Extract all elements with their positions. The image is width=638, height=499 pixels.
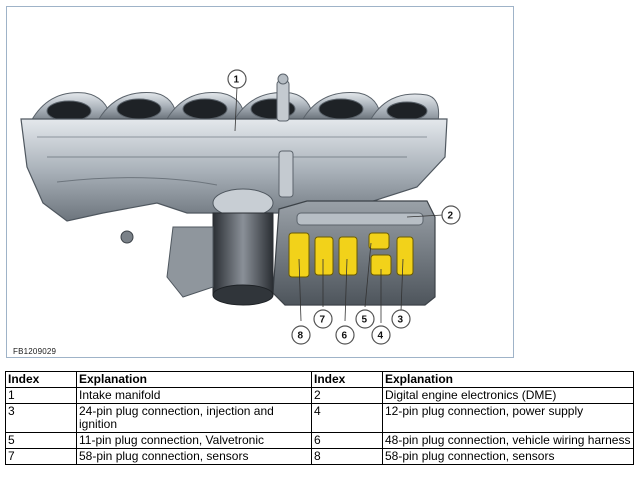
callout-1: 1 [227,69,247,89]
svg-text:2: 2 [448,211,454,222]
column-header-index: Index [311,371,383,388]
callout-7: 7 [313,309,333,329]
index-cell: 3 [5,403,77,433]
index-cell: 7 [5,448,77,465]
index-cell: 6 [311,432,383,449]
callout-4: 4 [371,325,391,345]
throttle-body [212,212,274,296]
explanation-cell: 12-pin plug connection, power supply [382,403,634,433]
column-header-explanation: Explanation [382,371,634,388]
explanation-cell: Intake manifold [76,387,312,404]
callout-3: 3 [391,309,411,329]
callout-2: 2 [441,205,461,225]
index-cell: 4 [311,403,383,433]
table-header-row: Index Explanation Index Explanation [5,371,634,388]
svg-text:4: 4 [378,331,384,342]
index-cell: 5 [5,432,77,449]
svg-text:3: 3 [398,315,404,326]
callout-8: 8 [291,325,311,345]
svg-text:6: 6 [342,331,348,342]
index-cell: 2 [311,387,383,404]
svg-text:1: 1 [234,75,240,86]
table-row: 5 11-pin plug connection, Valvetronic 6 … [5,432,634,449]
index-cell: 1 [5,387,77,404]
svg-text:8: 8 [298,331,304,342]
column-header-index: Index [5,371,77,388]
column-header-explanation: Explanation [76,371,312,388]
table-row: 3 24-pin plug connection, injection and … [5,403,634,433]
table-row: 1 Intake manifold 2 Digital engine elect… [5,387,634,404]
explanation-cell: 24-pin plug connection, injection and ig… [76,403,312,433]
svg-text:7: 7 [320,315,326,326]
legend-table: Index Explanation Index Explanation 1 In… [5,371,634,465]
illustration-frame: 1 2 3 4 5 6 7 8 FB1209029 [6,6,514,358]
explanation-cell: 11-pin plug connection, Valvetronic [76,432,312,449]
table-row: 7 58-pin plug connection, sensors 8 58-p… [5,448,634,465]
explanation-cell: 58-pin plug connection, sensors [382,448,634,465]
figure-code: FB1209029 [13,347,57,356]
explanation-cell: 48-pin plug connection, vehicle wiring h… [382,432,634,449]
callout-6: 6 [335,325,355,345]
explanation-cell: Digital engine electronics (DME) [382,387,634,404]
svg-text:5: 5 [362,315,368,326]
index-cell: 8 [311,448,383,465]
callout-5: 5 [355,309,375,329]
intake-manifold-illustration: 1 2 3 4 5 6 7 8 [20,69,461,345]
explanation-cell: 58-pin plug connection, sensors [76,448,312,465]
plug-connectors [288,232,414,278]
